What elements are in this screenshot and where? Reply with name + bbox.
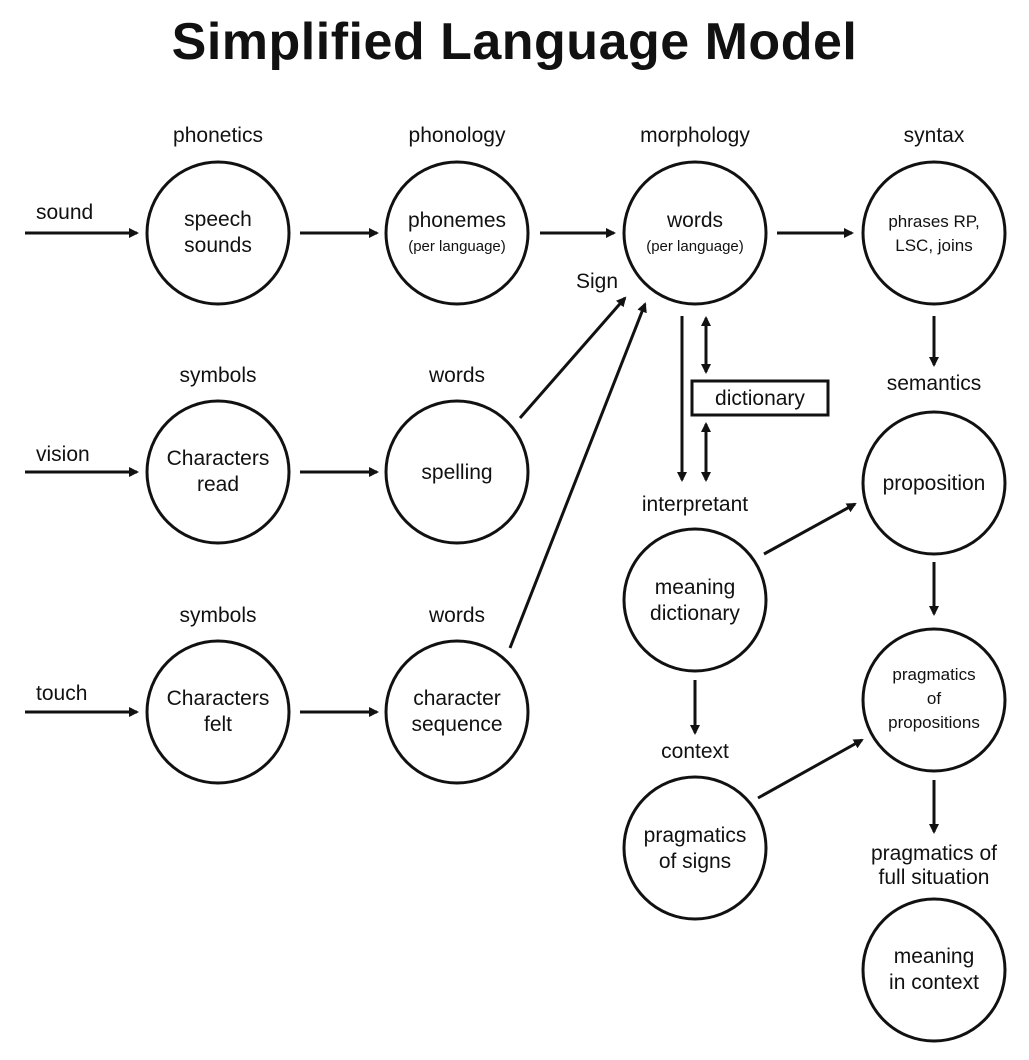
node-phonemes-line2: (per language) [408,238,506,255]
header-words-row3: words [428,604,485,627]
edge-signs-to-propositions [757,738,864,800]
node-speech-sounds: speech sounds [145,160,291,306]
edge-sequence-to-words [508,302,647,649]
node-meaning-dictionary-line1: meaning [655,576,736,599]
node-characters-felt-line1: Characters [167,687,270,710]
node-proposition: proposition [861,410,1007,556]
node-pragmatics-signs-line2: of signs [659,850,731,873]
input-label-sound: sound [36,201,93,224]
node-phrases-line1: phrases RP, [888,212,979,231]
node-spelling-line1: spelling [421,461,492,484]
node-characters-read: Characters read [145,399,291,545]
node-characters-felt: Characters felt [145,639,291,785]
edges [25,228,939,834]
node-phrases: phrases RP, LSC, joins [861,160,1007,306]
node-phrases-line2: LSC, joins [895,236,972,255]
nodes: speech sounds phonemes (per language) wo… [145,160,1007,1043]
node-phonemes-line1: phonemes [408,209,506,232]
node-meaning-in-context-line2: in context [889,971,979,994]
node-phonemes: phonemes (per language) [384,160,530,306]
header-symbols-row2: symbols [179,364,256,387]
header-interpretant: interpretant [642,493,748,516]
node-meaning-in-context: meaning in context [861,897,1007,1043]
node-pragmatics-signs-line1: pragmatics [644,824,747,847]
node-pragmatics-propositions-line2: of [927,689,941,708]
node-words-line2: (per language) [646,238,744,255]
header-pragmatics-full-line1: pragmatics of [871,842,997,865]
edge-spelling-to-words [518,296,627,419]
header-symbols-row3: symbols [179,604,256,627]
node-pragmatics-signs: pragmatics of signs [622,775,768,921]
header-context: context [661,740,729,763]
node-meaning-dictionary: meaning dictionary [622,527,768,673]
node-meaning-in-context-line1: meaning [894,945,975,968]
input-label-vision: vision [36,443,90,466]
node-speech-sounds-line1: speech [184,208,252,231]
header-semantics: semantics [887,372,982,395]
header-syntax: syntax [904,124,965,147]
node-proposition-line1: proposition [883,472,986,495]
node-words: words (per language) [622,160,768,306]
input-label-touch: touch [36,682,87,705]
header-words-row2: words [428,364,485,387]
node-spelling: spelling [384,399,530,545]
node-characters-read-line1: Characters [167,447,270,470]
node-pragmatics-propositions-line3: propositions [888,713,980,732]
node-character-sequence: character sequence [384,639,530,785]
node-characters-felt-line2: felt [204,713,232,736]
node-pragmatics-propositions: pragmatics of propositions [861,627,1007,773]
node-character-sequence-line2: sequence [411,713,502,736]
node-speech-sounds-line2: sounds [184,234,252,257]
node-meaning-dictionary-line2: dictionary [650,602,740,625]
sign-label: Sign [576,270,618,293]
edge-meaning-to-proposition [763,502,857,556]
header-phonology: phonology [409,124,506,147]
header-phonetics: phonetics [173,124,263,147]
diagram-title: Simplified Language Model [171,13,858,71]
node-pragmatics-propositions-line1: pragmatics [892,665,975,684]
node-characters-read-line2: read [197,473,239,496]
labels: sound vision touch phonetics phonology m… [36,124,997,889]
dictionary-box: dictionary [690,379,830,417]
dictionary-box-label: dictionary [715,387,805,410]
header-morphology: morphology [640,124,750,147]
header-pragmatics-full-line2: full situation [879,866,990,889]
node-words-line1: words [666,209,723,232]
node-character-sequence-line1: character [413,687,501,710]
